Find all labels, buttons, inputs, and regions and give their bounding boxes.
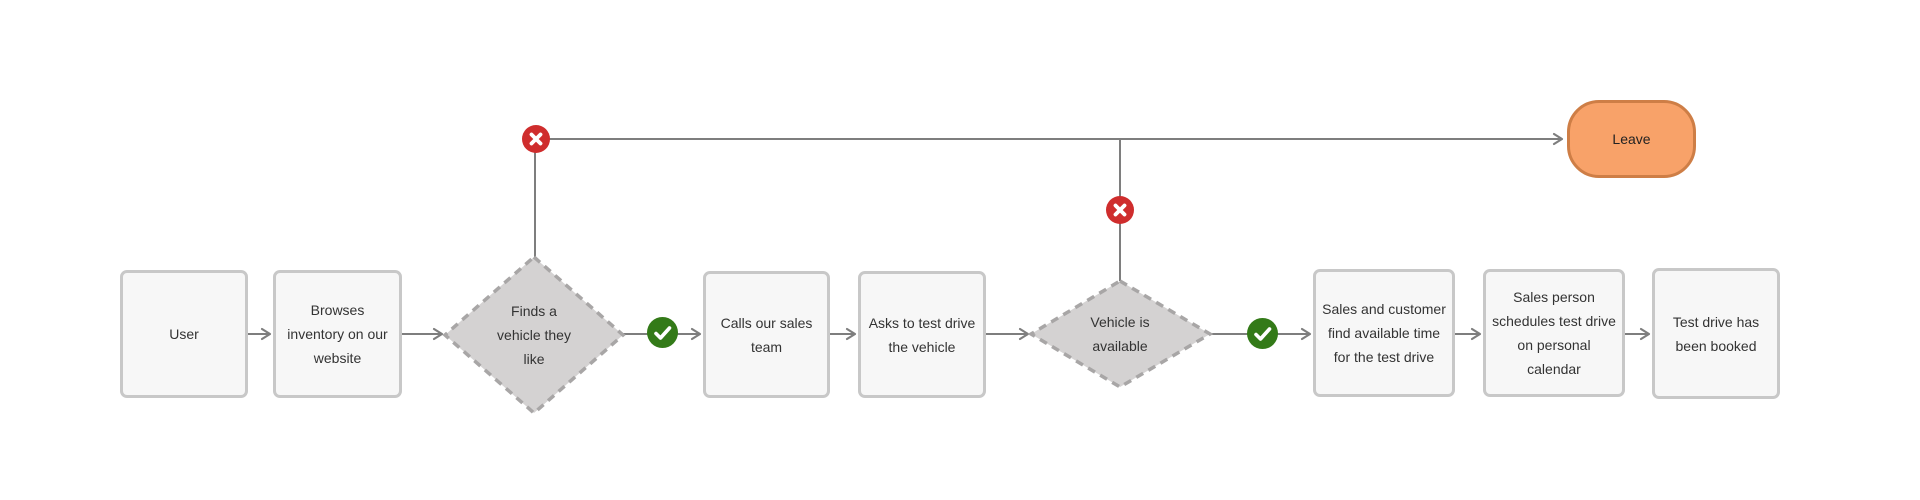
decision-vehicle-available-shape[interactable] xyxy=(1027,278,1214,390)
node-user[interactable]: User xyxy=(120,270,248,398)
x-icon xyxy=(1113,203,1127,217)
check-icon xyxy=(654,326,672,340)
node-browse-inventory-label: Browses inventory on our website xyxy=(287,302,388,366)
connector-finds-vehicle-no-to-leave xyxy=(534,132,1564,257)
node-schedules-test-drive[interactable]: Sales person schedules test drive on per… xyxy=(1483,269,1625,397)
x-icon xyxy=(529,132,543,146)
node-find-available-time[interactable]: Sales and customer find available time f… xyxy=(1313,269,1455,397)
node-schedules-test-drive-label: Sales person schedules test drive on per… xyxy=(1492,289,1616,377)
node-test-drive-booked[interactable]: Test drive has been booked xyxy=(1652,268,1780,399)
node-leave-label: Leave xyxy=(1612,131,1651,147)
fail-badge-finds-vehicle[interactable] xyxy=(522,125,550,153)
success-badge-vehicle-available[interactable] xyxy=(1247,318,1278,349)
node-user-label: User xyxy=(169,326,199,342)
success-badge-finds-vehicle[interactable] xyxy=(647,317,678,348)
node-test-drive-booked-label: Test drive has been booked xyxy=(1672,313,1760,354)
decision-finds-vehicle-shape[interactable] xyxy=(442,254,626,416)
node-calls-sales-team[interactable]: Calls our sales team xyxy=(703,271,830,398)
node-asks-test-drive[interactable]: Asks to test drive the vehicle xyxy=(858,271,986,398)
node-calls-sales-team-label: Calls our sales team xyxy=(720,314,813,355)
check-icon xyxy=(1254,327,1272,341)
node-asks-test-drive-label: Asks to test drive the vehicle xyxy=(868,314,976,355)
node-find-available-time-label: Sales and customer find available time f… xyxy=(1322,301,1446,365)
fail-badge-vehicle-available[interactable] xyxy=(1106,196,1134,224)
node-leave[interactable]: Leave xyxy=(1567,100,1696,178)
node-browse-inventory[interactable]: Browses inventory on our website xyxy=(273,270,402,398)
